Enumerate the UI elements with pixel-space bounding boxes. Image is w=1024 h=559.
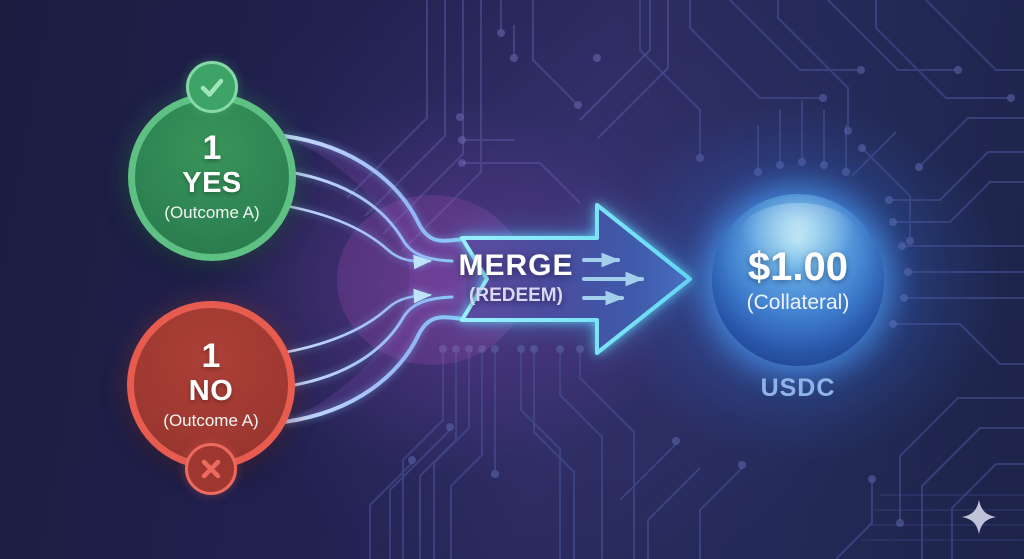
collateral-value: $1.00	[747, 245, 849, 289]
circuit-dots-right	[696, 66, 1015, 328]
circuit-traces-bottom	[369, 353, 1024, 559]
sparkle-icon	[961, 499, 997, 535]
no-token-circle: 1 NO (Outcome A)	[127, 301, 295, 469]
x-icon	[201, 459, 221, 479]
no-badge	[185, 443, 237, 495]
yes-token-circle: 1 YES (Outcome A)	[128, 93, 296, 261]
no-token-amount: 1	[201, 336, 221, 375]
motion-arrows	[582, 252, 644, 306]
yes-badge	[186, 61, 238, 113]
yes-token-label: YES	[182, 166, 242, 199]
yes-token-outcome: (Outcome A)	[164, 203, 260, 223]
no-token-label: NO	[188, 374, 234, 407]
circuit-dots-top-center	[456, 29, 601, 167]
merge-label: MERGE (REDEEM)	[436, 249, 596, 307]
collateral-sphere: $1.00 (Collateral)	[712, 194, 884, 366]
merge-arrow	[460, 203, 692, 355]
collateral-currency: USDC	[760, 374, 836, 402]
merge-title: MERGE	[458, 249, 574, 282]
circuit-traces-horizontal-thin	[862, 494, 1024, 541]
flow-lines	[282, 134, 468, 424]
yes-token-amount: 1	[202, 128, 222, 167]
check-icon	[200, 78, 224, 97]
merge-subtitle: (REDEEM)	[469, 285, 563, 306]
circuit-dots-bottom	[408, 345, 904, 527]
funnel-fill	[284, 136, 466, 422]
circuit-traces-right	[639, 0, 1024, 365]
collateral-label: (Collateral)	[746, 291, 850, 314]
no-token-outcome: (Outcome A)	[163, 411, 259, 431]
